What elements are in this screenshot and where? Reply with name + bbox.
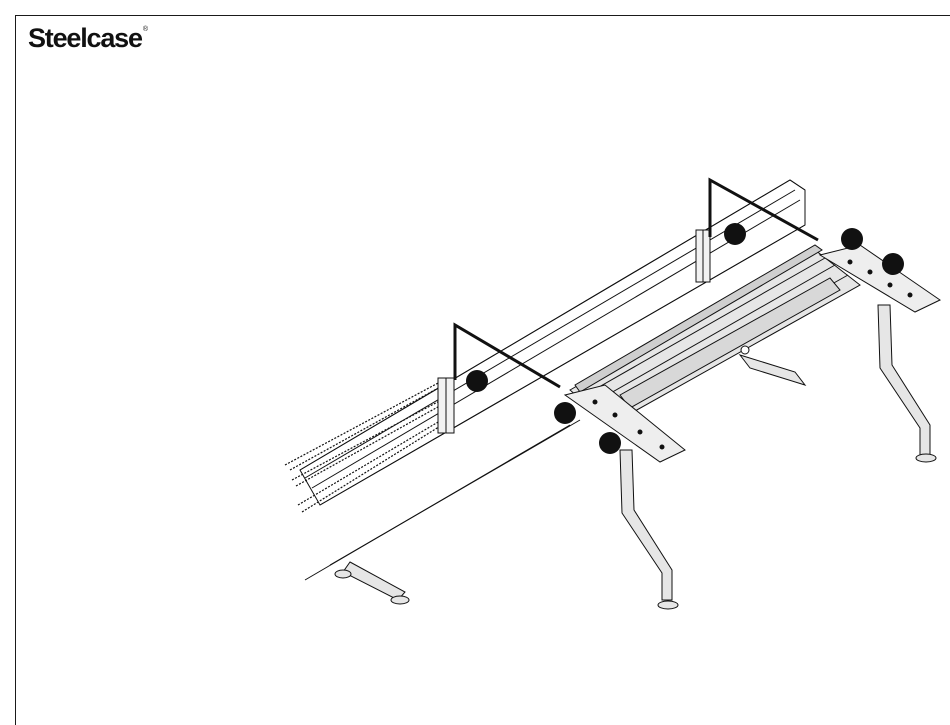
callout-2 (841, 228, 863, 250)
callout-5 (554, 402, 576, 424)
left-foot (335, 562, 409, 604)
callout-1 (724, 223, 746, 245)
callout-3 (882, 253, 904, 275)
callout-6 (599, 432, 621, 454)
callout-4 (466, 370, 488, 392)
left-leg (620, 450, 678, 609)
support-bracket-left (438, 378, 454, 433)
support-bracket-right (696, 230, 710, 282)
right-leg (878, 305, 936, 462)
